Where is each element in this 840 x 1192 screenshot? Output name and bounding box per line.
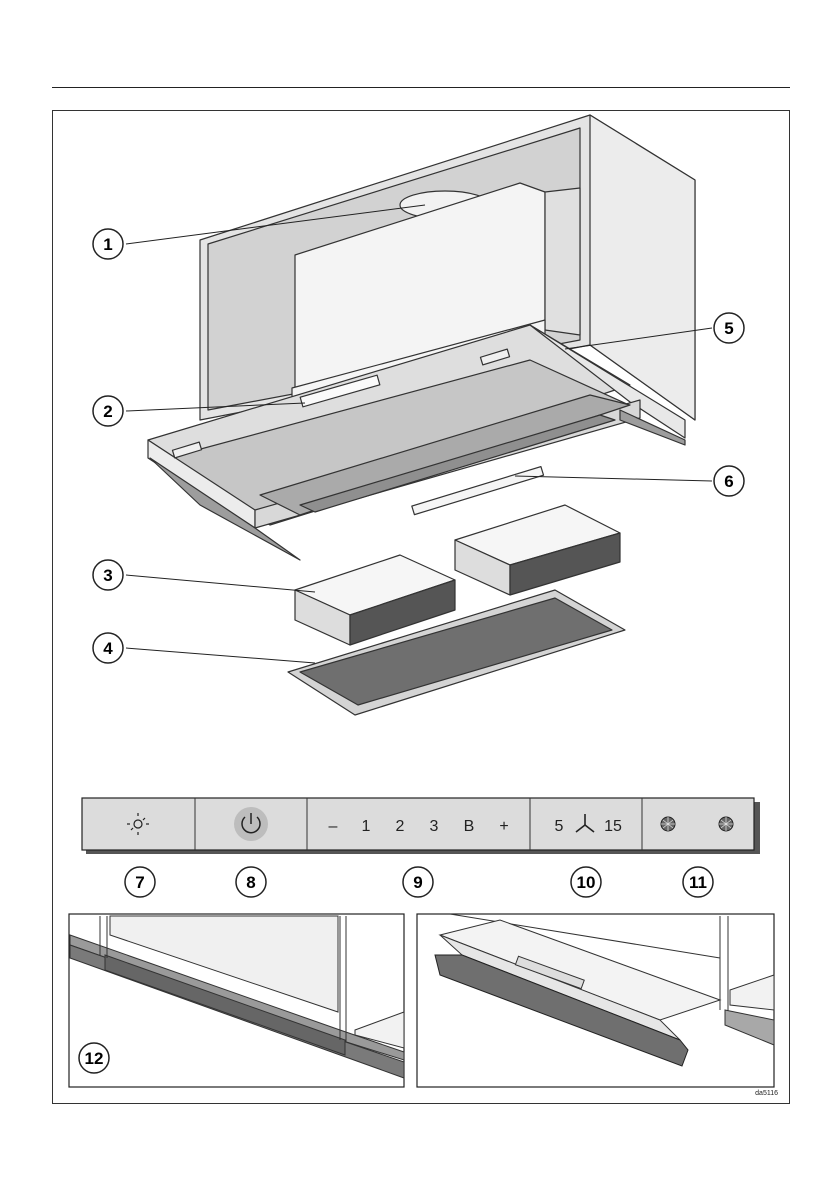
svg-text:4: 4 — [103, 639, 113, 658]
control-panel: – 1 2 3 B + 5 15 — [82, 798, 760, 854]
svg-text:1: 1 — [103, 235, 112, 254]
odour-filter-icon — [719, 817, 733, 831]
reference-code: da5116 — [755, 1090, 778, 1097]
svg-text:3: 3 — [103, 566, 112, 585]
plus-button[interactable]: + — [499, 818, 508, 835]
svg-text:9: 9 — [413, 873, 422, 892]
panel-callouts: 7 8 9 10 11 — [125, 867, 713, 897]
callout-5: 5 — [714, 313, 744, 343]
svg-text:6: 6 — [724, 472, 733, 491]
svg-text:5: 5 — [724, 319, 733, 338]
leader-4 — [126, 648, 315, 663]
svg-text:11: 11 — [689, 873, 707, 892]
callout-9: 9 — [403, 867, 433, 897]
timer-15-label: 15 — [604, 818, 622, 835]
callout-2: 2 — [93, 396, 123, 426]
inset-closed-hood: 12 — [69, 914, 404, 1087]
motor-casing-side — [545, 188, 580, 335]
grease-filter-icon — [661, 817, 675, 831]
inset-open-hood — [417, 914, 774, 1087]
callout-10: 10 — [571, 867, 601, 897]
svg-text:7: 7 — [135, 873, 144, 892]
callout-11: 11 — [683, 867, 713, 897]
leader-3 — [126, 575, 315, 592]
leader-6 — [515, 476, 712, 481]
speed-2-button[interactable]: 2 — [396, 818, 405, 835]
svg-text:10: 10 — [577, 873, 596, 892]
callout-4: 4 — [93, 633, 123, 663]
callout-3: 3 — [93, 560, 123, 590]
callout-6: 6 — [714, 466, 744, 496]
speed-3-button[interactable]: 3 — [430, 818, 439, 835]
callout-12: 12 — [79, 1043, 109, 1073]
callout-1: 1 — [93, 229, 123, 259]
svg-text:12: 12 — [85, 1049, 104, 1068]
svg-text:2: 2 — [103, 402, 112, 421]
booster-button[interactable]: B — [464, 818, 475, 835]
power-button[interactable] — [234, 807, 268, 841]
minus-button[interactable]: – — [329, 818, 338, 835]
timer-5-label: 5 — [555, 818, 564, 835]
panel-body — [82, 798, 754, 850]
speed-1-button[interactable]: 1 — [362, 818, 371, 835]
svg-text:8: 8 — [246, 873, 255, 892]
callout-7: 7 — [125, 867, 155, 897]
callout-8: 8 — [236, 867, 266, 897]
